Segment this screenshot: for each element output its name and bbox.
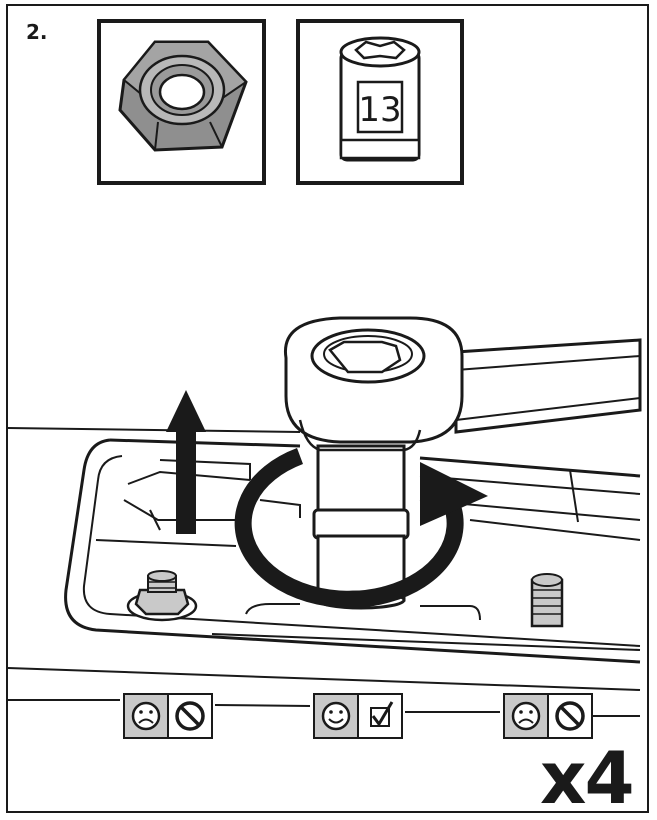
sad-face-icon xyxy=(131,701,161,731)
nut-part-box xyxy=(97,19,266,185)
arrow-up-icon xyxy=(166,390,206,534)
hex-nut-icon xyxy=(118,40,248,152)
socket-13-icon: 13 xyxy=(339,36,421,162)
socket-size-label: 13 xyxy=(358,90,401,130)
happy-face-icon xyxy=(321,701,351,731)
left-bolt xyxy=(126,570,198,622)
socket-part-box: 13 xyxy=(296,19,464,185)
ratchet-wrench-icon xyxy=(283,316,642,452)
rotate-clockwise-arrow-icon xyxy=(234,448,488,608)
right-bolt xyxy=(530,573,564,628)
indicator-badge-left xyxy=(123,693,213,739)
sad-face-icon xyxy=(511,701,541,731)
prohibited-icon xyxy=(175,701,205,731)
prohibited-icon xyxy=(555,701,585,731)
checkbox-checked-icon xyxy=(370,701,394,727)
indicator-badge-right xyxy=(503,693,593,739)
license-plate-tray xyxy=(64,438,641,664)
quantity-label: x4 xyxy=(540,736,635,820)
step-number: 2. xyxy=(26,20,48,44)
instruction-panel xyxy=(6,4,649,813)
base-surface xyxy=(7,427,641,717)
indicator-badge-center xyxy=(313,693,403,739)
